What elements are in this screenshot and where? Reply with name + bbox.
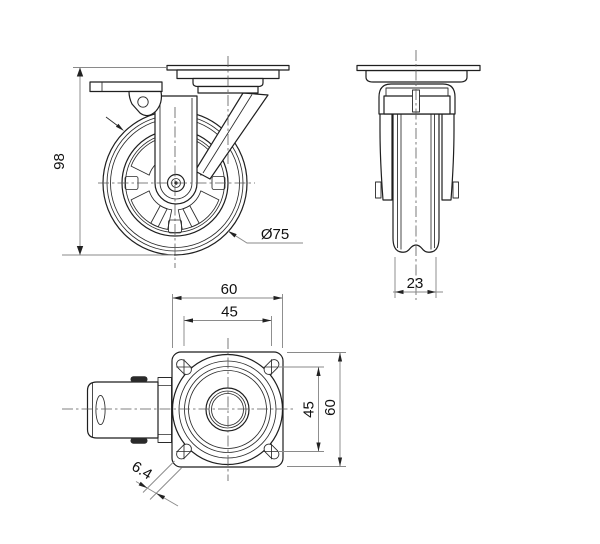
- dim-bolt-pitch-x: 45: [183, 304, 272, 346]
- fork-leg-front: [154, 95, 198, 205]
- front-view: 98 Ø75: [51, 56, 303, 268]
- dim-wheel-width: 23: [393, 257, 443, 298]
- pedal-hinge-pin-bottom: [130, 437, 148, 444]
- dim-plate-width: 60: [172, 281, 283, 348]
- swivel-rings: [171, 353, 284, 466]
- mounting-plate-side: [356, 64, 481, 83]
- side-view: 23: [356, 50, 481, 300]
- dim-98-label: 98: [51, 153, 68, 170]
- dim-wheel-diameter: Ø75: [227, 226, 303, 244]
- dim-45-right-label: 45: [301, 401, 318, 418]
- tread-pointer-line: [105, 116, 119, 127]
- pedal-hinge-pin-top: [130, 376, 148, 383]
- axle-tab-right: [452, 181, 459, 199]
- dim-23-label: 23: [407, 275, 424, 292]
- front-center-lines: [98, 56, 255, 268]
- dim-height: 98: [51, 67, 174, 256]
- pedal-slot: [95, 394, 106, 426]
- fork-leg-diagonal: [194, 92, 269, 180]
- fork-side: [375, 95, 459, 201]
- dim-45-top-label: 45: [221, 304, 238, 321]
- dim-plate-depth: 60: [287, 352, 346, 467]
- dim-6-4-label: 6.4: [128, 458, 155, 483]
- brake-pedal-top: [86, 376, 172, 444]
- tread-pointer-arrow: [115, 123, 124, 131]
- swivel-head-side: [378, 83, 456, 115]
- dim-60-right-label: 60: [322, 399, 339, 416]
- brake-lever-front: [89, 81, 163, 131]
- dim-bolt-pitch-y: 45: [278, 366, 324, 452]
- dim-60-top-label: 60: [221, 281, 238, 298]
- dim-75-label: Ø75: [261, 226, 289, 243]
- axle-tab-left: [375, 181, 382, 199]
- top-center-lines: [62, 338, 296, 481]
- top-view: 60 45 45 60 6.4: [62, 281, 346, 507]
- dim-bolt-hole: 6.4: [128, 458, 182, 507]
